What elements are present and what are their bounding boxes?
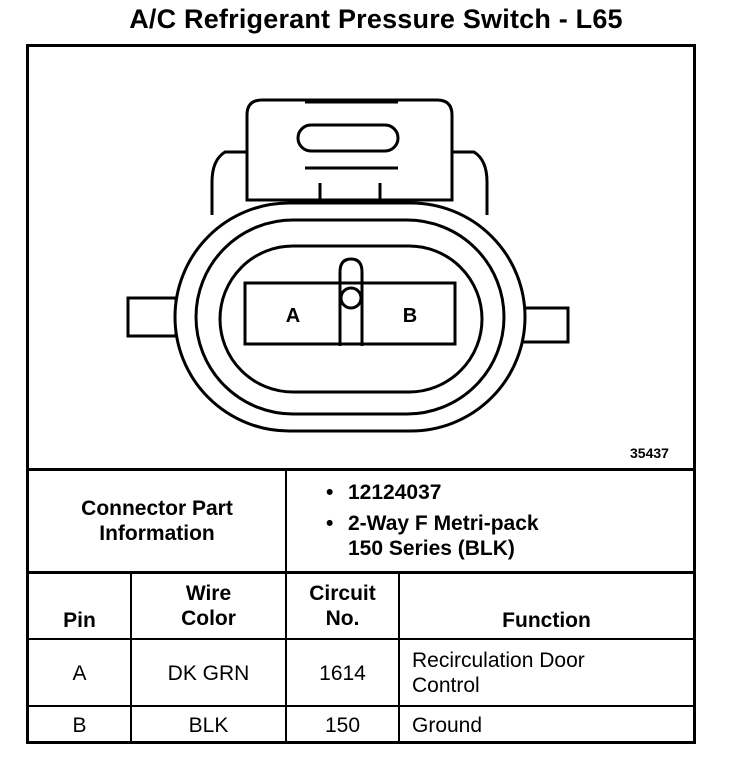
header-row-divider	[26, 638, 696, 640]
row-a-function: Recirculation Door Control	[412, 649, 585, 697]
connector-info-list: 12124037 2-Way F Metri-pack 150 Series (…	[326, 480, 539, 561]
connector-part-number: 12124037	[326, 480, 539, 505]
header-function: Function	[502, 609, 591, 632]
row-b-wire-color: BLK	[188, 714, 229, 737]
connector-body-outer	[173, 201, 527, 433]
row-a-circuit: 1614	[319, 662, 366, 685]
header-circuit-no: Circuit No.	[309, 582, 376, 630]
row-b-circuit: 150	[324, 714, 361, 737]
diagram-frame	[26, 44, 696, 744]
info-column-divider	[285, 468, 287, 744]
circuit-column-divider	[398, 571, 400, 744]
header-wire-color: Wire Color	[181, 582, 236, 630]
row-a-wire-color: DK GRN	[167, 662, 250, 685]
connector-body-core	[218, 244, 484, 394]
diagram-title: A/C Refrigerant Pressure Switch - L65	[129, 4, 623, 34]
row-b-function: Ground	[412, 714, 483, 737]
row-b-pin: B	[72, 714, 87, 737]
cavity-key	[338, 257, 364, 346]
pin-column-divider	[130, 571, 132, 744]
connector-info-divider	[26, 571, 696, 574]
latch-slot	[296, 123, 400, 153]
reference-number: 35437	[630, 445, 669, 461]
row-a-pin: A	[72, 662, 87, 685]
connector-type: 2-Way F Metri-pack 150 Series (BLK)	[326, 511, 539, 561]
left-side-tab	[126, 296, 178, 338]
pin-label-b: B	[403, 305, 417, 327]
pin-label-a: A	[286, 305, 300, 327]
connector-body-inner	[194, 218, 506, 416]
connector-shoulder	[210, 150, 489, 215]
connector-info-label: Connector Part Information	[81, 497, 233, 545]
right-side-tab	[520, 306, 570, 344]
header-pin: Pin	[63, 609, 96, 632]
row-a-divider	[26, 705, 696, 707]
pin-cavity	[243, 281, 457, 346]
diagram-table-divider	[26, 468, 696, 471]
